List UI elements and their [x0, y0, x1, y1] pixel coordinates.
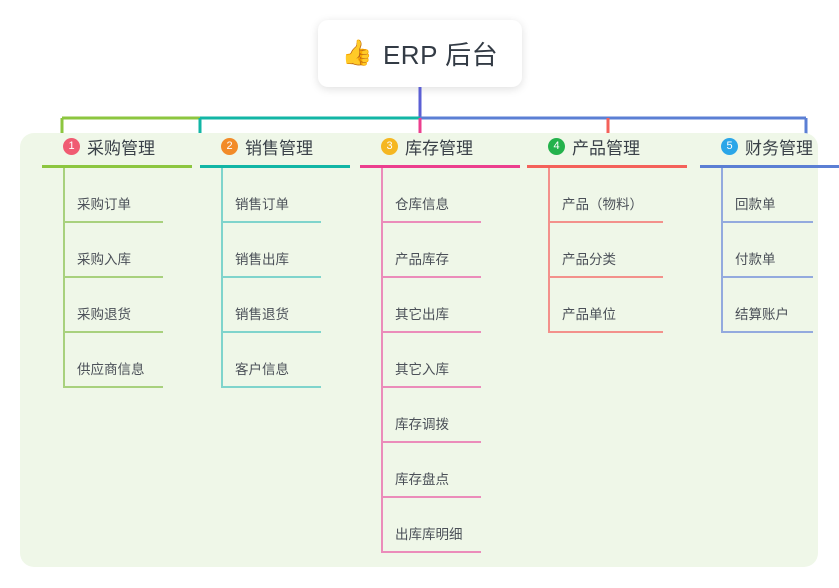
root-node-card[interactable]: 👍 ERP 后台 [318, 20, 522, 87]
branch-header-rule [700, 165, 839, 168]
branch-header-5[interactable]: 5 财务管理 [700, 133, 839, 159]
leaf-item-label: 供应商信息 [77, 362, 145, 377]
branch-title: 财务管理 [745, 138, 813, 158]
leaf-item-rule [381, 386, 481, 388]
leaf-item-label: 仓库信息 [395, 197, 449, 212]
branch-column-3: 3 库存管理仓库信息产品库存其它出库其它入库库存调拨库存盘点出库库明细 [360, 133, 520, 553]
branch-column-4: 4 产品管理产品（物料） 产品分类产品单位 [527, 133, 687, 333]
branch-number-badge: 2 [221, 137, 238, 155]
branch-title: 库存管理 [405, 138, 473, 158]
leaf-item-label: 产品分类 [562, 252, 616, 267]
leaf-item-rule [221, 221, 321, 223]
leaf-item-label: 库存盘点 [395, 472, 449, 487]
branch-header-3[interactable]: 3 库存管理 [360, 133, 520, 159]
leaf-item-rule [221, 386, 321, 388]
branch-spine [63, 168, 65, 388]
leaf-item-label: 销售出库 [235, 252, 289, 267]
leaf-item-label: 客户信息 [235, 362, 289, 377]
leaf-item-label: 付款单 [735, 252, 776, 267]
leaf-item-rule [221, 276, 321, 278]
leaf-item-rule [63, 276, 163, 278]
leaf-item-label: 其它入库 [395, 362, 449, 377]
leaf-item-label: 采购退货 [77, 307, 131, 322]
leaf-item-label: 采购订单 [77, 197, 131, 212]
branch-column-1: 1 采购管理采购订单采购入库采购退货供应商信息 [42, 133, 192, 388]
branch-header-rule [527, 165, 687, 168]
leaf-item-label: 销售订单 [235, 197, 289, 212]
branch-title: 销售管理 [245, 138, 313, 158]
leaf-item-label: 回款单 [735, 197, 776, 212]
leaf-item-label: 出库库明细 [395, 527, 463, 542]
leaf-item-rule [721, 221, 813, 223]
branch-header-rule [42, 165, 192, 168]
leaf-item-label: 结算账户 [735, 307, 789, 322]
leaf-item-label: 其它出库 [395, 307, 449, 322]
branch-number-badge: 3 [381, 137, 398, 155]
leaf-item-label: 销售退货 [235, 307, 289, 322]
branch-header-4[interactable]: 4 产品管理 [527, 133, 687, 159]
branch-header-rule [360, 165, 520, 168]
leaf-item-rule [63, 386, 163, 388]
diagram-panel: 1 采购管理采购订单采购入库采购退货供应商信息 2 销售管理销售订单销售出库销售退货客… [20, 133, 839, 567]
branch-title: 产品管理 [572, 138, 640, 158]
leaf-item-rule [548, 276, 663, 278]
branch-number-badge: 1 [63, 137, 80, 155]
leaf-item-rule [63, 221, 163, 223]
branch-title: 采购管理 [87, 138, 155, 158]
leaf-item-rule [381, 441, 481, 443]
leaf-item-label: 产品（物料） [562, 197, 643, 212]
leaf-item-label: 产品库存 [395, 252, 449, 267]
branch-spine [548, 168, 550, 333]
branch-number-badge: 4 [548, 137, 565, 155]
branch-column-5: 5 财务管理回款单付款单结算账户 [700, 133, 839, 333]
thumbs-up-icon: 👍 [341, 39, 373, 67]
leaf-item-rule [63, 331, 163, 333]
branch-header-2[interactable]: 2 销售管理 [200, 133, 350, 159]
branch-number-badge: 5 [721, 137, 738, 155]
root-node-label: ERP 后台 [382, 40, 499, 70]
branch-column-2: 2 销售管理销售订单销售出库销售退货客户信息 [200, 133, 350, 388]
leaf-item-rule [548, 221, 663, 223]
leaf-item-rule [381, 496, 481, 498]
leaf-item-rule [221, 331, 321, 333]
branch-header-1[interactable]: 1 采购管理 [42, 133, 192, 159]
branch-header-rule [200, 165, 350, 168]
leaf-item-rule [381, 551, 481, 553]
leaf-item-rule [381, 276, 481, 278]
leaf-item-rule [381, 331, 481, 333]
leaf-item-rule [721, 276, 813, 278]
leaf-item-rule [381, 221, 481, 223]
leaf-item-label: 采购入库 [77, 252, 131, 267]
leaf-item-label: 库存调拨 [395, 417, 449, 432]
leaf-item-label: 产品单位 [562, 307, 616, 322]
branch-spine [221, 168, 223, 388]
leaf-item-rule [721, 331, 813, 333]
branch-spine [381, 168, 383, 553]
branch-spine [721, 168, 723, 333]
leaf-item-rule [548, 331, 663, 333]
